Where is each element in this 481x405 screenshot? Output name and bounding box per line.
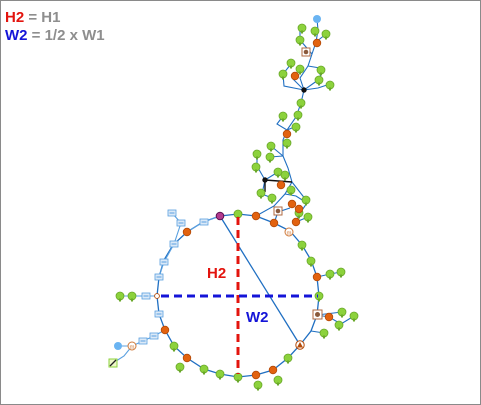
- valve-icon: [215, 211, 225, 221]
- end-cap-icon: [108, 358, 118, 368]
- small-junction: [154, 293, 160, 299]
- left-service-lines: [112, 212, 221, 364]
- legend-height-rule: H2 = H1: [5, 9, 105, 27]
- legend-width-rule: W2 = 1/2 x W1: [5, 27, 105, 45]
- black-junctions: [262, 87, 307, 192]
- legend-height-text: = H1: [24, 9, 61, 26]
- tap-icon: [114, 15, 321, 350]
- legend-width-text: = 1/2 x W1: [27, 27, 105, 44]
- regulator-icon: m m: [127, 227, 305, 351]
- service-caps: [138, 209, 209, 345]
- legend-width-var: W2: [5, 27, 28, 44]
- orange-fittings: [160, 38, 334, 380]
- legend: H2 = H1 W2 = 1/2 x W1: [5, 9, 105, 45]
- width-dimension-label: W2: [246, 309, 269, 326]
- height-dimension-label: H2: [207, 265, 226, 282]
- svg-text:m: m: [287, 231, 292, 237]
- svg-text:m: m: [130, 345, 135, 351]
- legend-height-var: H2: [5, 9, 25, 26]
- meter-icon: [273, 47, 323, 320]
